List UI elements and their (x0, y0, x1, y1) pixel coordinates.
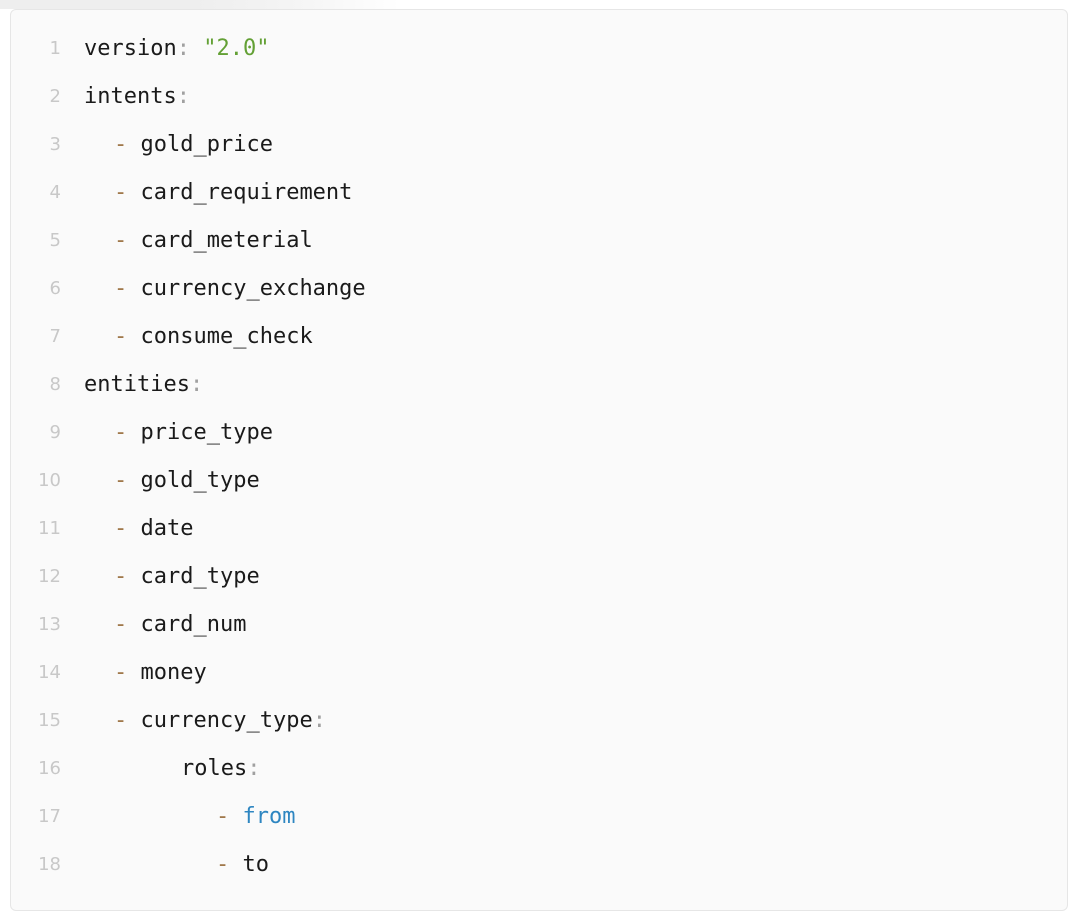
code-line-text: version: "2.0" (84, 25, 269, 73)
line-number: 13 (38, 614, 61, 635)
list-dash-marker: - (114, 660, 141, 685)
token-plain: date (140, 516, 194, 541)
yaml-code-block[interactable]: 1 version: "2.0" 2 intents: 3 - gold_price 4 - … (10, 9, 1068, 911)
token-key: version (84, 36, 177, 61)
list-dash-marker: - (114, 324, 141, 349)
code-line: 17 - from (11, 793, 1067, 841)
line-number: 12 (38, 566, 61, 587)
code-line: 15 - currency_type: (11, 697, 1067, 745)
code-line: 6 - currency_exchange (11, 265, 1067, 313)
token-colon: : (176, 36, 190, 61)
preceding-block-edge (0, 0, 400, 9)
token-plain: currency_exchange (140, 276, 366, 301)
list-dash-marker: - (114, 708, 141, 733)
code-line-text: entities: (84, 361, 203, 409)
token-plain: money (140, 660, 207, 685)
code-line-text: - currency_exchange (84, 265, 366, 313)
code-line: 3 - gold_price (11, 121, 1067, 169)
line-number: 9 (49, 422, 61, 443)
list-dash-marker: - (114, 228, 141, 253)
list-dash-marker: - (114, 420, 141, 445)
code-line: 14 - money (11, 649, 1067, 697)
token-string: "2.0" (203, 36, 270, 61)
code-line: 12 - card_type (11, 553, 1067, 601)
code-line: 4 - card_requirement (11, 169, 1067, 217)
token-keyword: from (242, 804, 296, 829)
list-dash-marker: - (216, 804, 243, 829)
list-dash-marker: - (114, 564, 141, 589)
line-number: 17 (38, 806, 61, 827)
line-number: 3 (49, 134, 61, 155)
token-key: entities (84, 372, 190, 397)
token-colon: : (247, 756, 261, 781)
line-number: 10 (38, 470, 61, 491)
code-line: 7 - consume_check (11, 313, 1067, 361)
code-line-text: - card_num (84, 601, 246, 649)
code-line-text: - card_requirement (84, 169, 352, 217)
code-line: 18 - to (11, 841, 1067, 889)
code-line: 5 - card_meterial (11, 217, 1067, 265)
token-colon: : (176, 84, 190, 109)
line-number: 15 (38, 710, 61, 731)
token-plain: to (242, 852, 270, 877)
code-line-text: - card_meterial (84, 217, 313, 265)
code-line-text: - from (84, 793, 295, 841)
list-dash-marker: - (114, 612, 141, 637)
token-colon: : (189, 372, 204, 397)
line-number: 14 (38, 662, 61, 683)
code-line-text: - currency_type: (84, 697, 326, 745)
token-plain: price_type (140, 420, 273, 445)
line-number: 2 (49, 86, 61, 107)
token-plain: card_requirement (140, 180, 353, 205)
token-plain: card_type (140, 564, 260, 589)
code-line-text: - to (84, 841, 269, 889)
code-line-text: - date (84, 505, 193, 553)
code-line-text: - gold_type (84, 457, 260, 505)
list-dash-marker: - (114, 132, 141, 157)
code-line: 1 version: "2.0" (11, 25, 1067, 73)
code-line-text: roles: (84, 745, 260, 793)
code-line-text: intents: (84, 73, 190, 121)
list-dash-marker: - (114, 180, 141, 205)
list-dash-marker: - (114, 516, 141, 541)
line-number: 16 (38, 758, 61, 779)
token-plain: consume_check (140, 324, 313, 349)
code-line: 11 - date (11, 505, 1067, 553)
token-key: intents (84, 84, 177, 109)
token-key: currency_type (140, 708, 313, 733)
code-line-text: - consume_check (84, 313, 313, 361)
code-line: 16 roles: (11, 745, 1067, 793)
code-line-text: - price_type (84, 409, 273, 457)
code-line: 13 - card_num (11, 601, 1067, 649)
token-plain: card_meterial (140, 228, 313, 253)
token-space (190, 36, 203, 61)
token-plain: gold_price (140, 132, 273, 157)
token-key: roles (181, 756, 248, 781)
code-line: 9 - price_type (11, 409, 1067, 457)
list-dash-marker: - (114, 276, 141, 301)
code-lines-container: 1 version: "2.0" 2 intents: 3 - gold_price 4 - … (11, 10, 1067, 889)
line-number: 5 (49, 230, 61, 251)
code-line: 2 intents: (11, 73, 1067, 121)
line-number: 8 (49, 374, 61, 395)
code-line: 10 - gold_type (11, 457, 1067, 505)
token-colon: : (312, 708, 326, 733)
line-number: 4 (49, 182, 61, 203)
code-line-text: - card_type (84, 553, 260, 601)
list-dash-marker: - (114, 468, 141, 493)
line-number: 1 (49, 38, 61, 59)
line-number: 6 (49, 278, 61, 299)
token-plain: card_num (140, 612, 247, 637)
line-number: 11 (38, 518, 61, 539)
line-number: 18 (38, 854, 61, 875)
list-dash-marker: - (216, 852, 243, 877)
line-number: 7 (49, 326, 61, 347)
code-line-text: - money (84, 649, 207, 697)
token-plain: gold_type (140, 468, 260, 493)
code-line-text: - gold_price (84, 121, 273, 169)
code-line: 8 entities: (11, 361, 1067, 409)
